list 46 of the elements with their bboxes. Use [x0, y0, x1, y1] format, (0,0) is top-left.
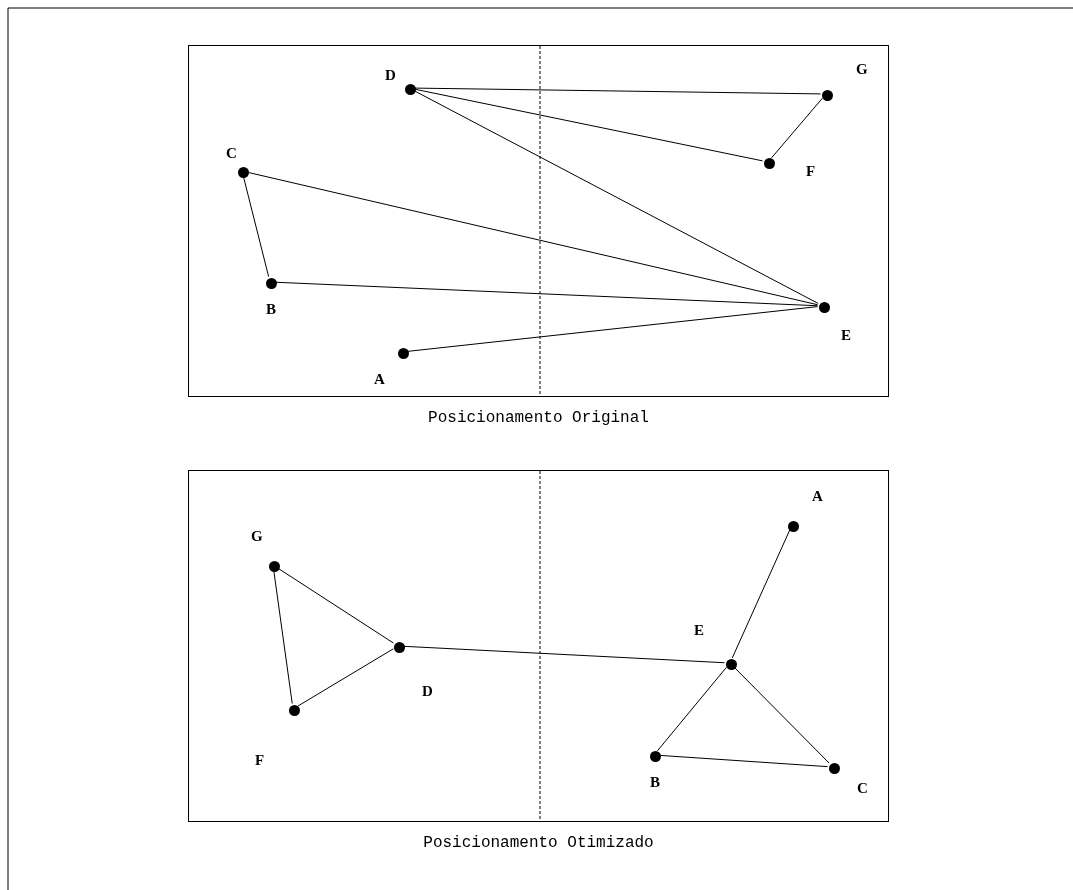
graph-vertex: [393, 641, 405, 653]
graph-edge: [413, 90, 819, 304]
vertex-label: E: [694, 623, 704, 638]
vertex-label: A: [812, 489, 823, 504]
graph-edge: [246, 171, 819, 306]
vertex-label: E: [841, 328, 851, 343]
graph-vertex: [763, 157, 775, 169]
graph-edge: [657, 666, 727, 752]
graph-vertex: [649, 750, 661, 762]
vertex-label: A: [374, 372, 385, 387]
graph-edge: [277, 567, 394, 644]
graph-vertex: [265, 277, 277, 289]
graph-vertex: [821, 89, 833, 101]
graph-edge: [242, 175, 270, 278]
graph-edge: [733, 666, 830, 764]
graph-edge: [406, 306, 819, 352]
vertex-label: G: [856, 62, 868, 77]
vertex-label: C: [226, 146, 237, 161]
graph-vertex: [288, 704, 300, 716]
panel-caption: Posicionamento Otimizado: [422, 834, 655, 852]
graph-edge: [414, 87, 821, 95]
graph-vertex: [787, 520, 799, 532]
vertex-label: D: [385, 68, 396, 83]
graph-vertex: [404, 83, 416, 95]
graph-edge: [403, 645, 725, 664]
graph-vertex: [725, 658, 737, 670]
graph-vertex: [268, 560, 280, 572]
graph-edge: [273, 569, 293, 705]
graph-edge: [659, 754, 828, 768]
vertex-label: F: [806, 164, 816, 179]
vertex-label: D: [422, 684, 433, 699]
vertex-label: B: [650, 775, 660, 790]
graph-vertex: [237, 166, 249, 178]
panel-caption: Posicionamento Original: [427, 409, 650, 427]
graph-vertex: [828, 762, 840, 774]
graph-edge: [771, 97, 823, 159]
vertex-label: G: [251, 529, 263, 544]
vertex-label: B: [266, 302, 276, 317]
graph-edge: [413, 88, 764, 162]
graph-vertex: [397, 347, 409, 359]
graph-vertex: [818, 301, 830, 313]
vertex-label: F: [255, 753, 265, 768]
graph-edge: [297, 648, 394, 707]
vertex-label: C: [857, 781, 868, 796]
graph-edge: [275, 281, 818, 307]
graph-edge: [731, 529, 791, 659]
